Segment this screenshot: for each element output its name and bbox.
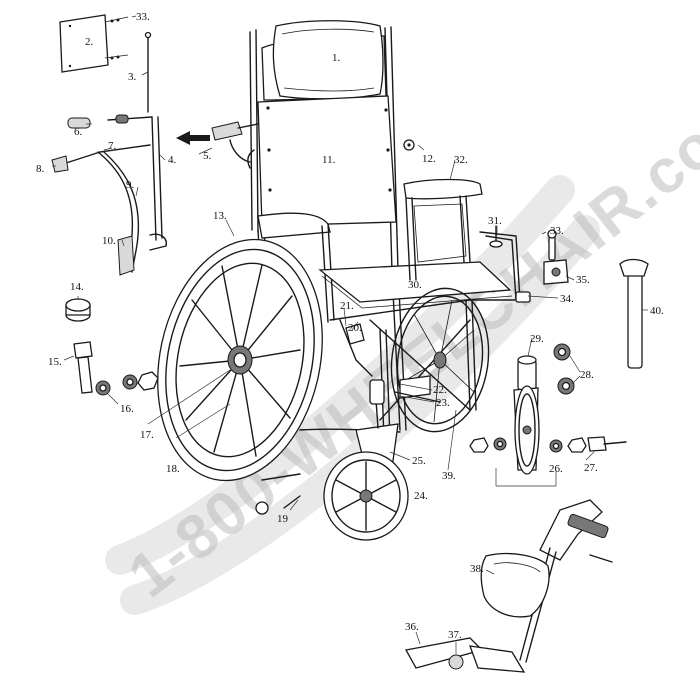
callout-part-16: 16. [120, 403, 134, 415]
rear-wheel-far [390, 287, 490, 433]
callout-part-5: 5. [203, 150, 212, 162]
callout-part-38: 38. [470, 563, 484, 575]
callout-part-15: 15. [48, 356, 62, 368]
callout-part-4: 4. [168, 154, 177, 166]
callout-part-9: 9. [126, 179, 135, 191]
callout-part-40: 40. [650, 305, 664, 317]
right-caster-assembly [469, 343, 627, 475]
callout-part-39: 39. [442, 470, 456, 482]
callout-labels: 1. 2. 3. 4. 5. 6. 7. 8. 9. 10. 11. 12. 1… [36, 11, 664, 641]
callout-part-30: 30. [408, 279, 422, 291]
back-screw-part [403, 139, 415, 151]
callout-part-23: 23. [436, 397, 450, 409]
callout-part-21: 21. [340, 300, 354, 312]
callout-part-33-top: 33. [136, 11, 150, 23]
backrest [247, 20, 399, 273]
callout-part-10: 10. [102, 235, 116, 247]
front-caster-wheel [323, 451, 409, 541]
callout-part-31: 31. [488, 215, 502, 227]
footrest-hanger-front [479, 229, 569, 303]
callout-part-18: 18. [166, 463, 180, 475]
callout-part-11: 11. [322, 154, 336, 166]
callout-part-8: 8. [36, 163, 45, 175]
callout-part-19: 19 [277, 513, 289, 525]
leader-lines [52, 15, 648, 654]
washer-part [489, 225, 503, 248]
callout-part-25: 25. [412, 455, 426, 467]
back-panel-part [59, 14, 129, 73]
rear-wheel [157, 238, 323, 482]
callout-part-32: 32. [454, 154, 468, 166]
back-post-part [144, 31, 152, 113]
tipping-lever-part [619, 258, 649, 369]
callout-part-29: 29. [530, 333, 544, 345]
axle-parts [65, 298, 159, 396]
callout-part-17: 17. [140, 429, 154, 441]
callout-part-33-right: 33. [550, 225, 564, 237]
callout-part-26: 26. [549, 463, 563, 475]
callout-part-24: 24. [414, 490, 428, 502]
callout-part-12: 12. [422, 153, 436, 165]
callout-part-27: 27. [584, 462, 598, 474]
direction-arrow-icon [176, 131, 210, 145]
callout-part-3: 3. [128, 71, 137, 83]
callout-part-20: 20. [348, 322, 362, 334]
callout-part-28: 28. [580, 369, 594, 381]
callout-part-34: 34. [560, 293, 574, 305]
elevating-legrest [404, 499, 613, 673]
callout-part-35: 35. [576, 274, 590, 286]
callout-part-6: 6. [74, 126, 83, 138]
callout-part-7: 7. [108, 140, 117, 152]
callout-part-36: 36. [405, 621, 419, 633]
recline-handle-assembly [51, 114, 167, 276]
callout-part-1: 1. [332, 52, 341, 64]
right-armrest [403, 178, 483, 281]
callout-part-37: 37. [448, 629, 462, 641]
callout-part-2: 2. [85, 36, 94, 48]
callout-part-14: 14. [70, 281, 84, 293]
callout-part-22: 22. [433, 384, 447, 396]
callout-part-13: 13. [213, 210, 227, 222]
